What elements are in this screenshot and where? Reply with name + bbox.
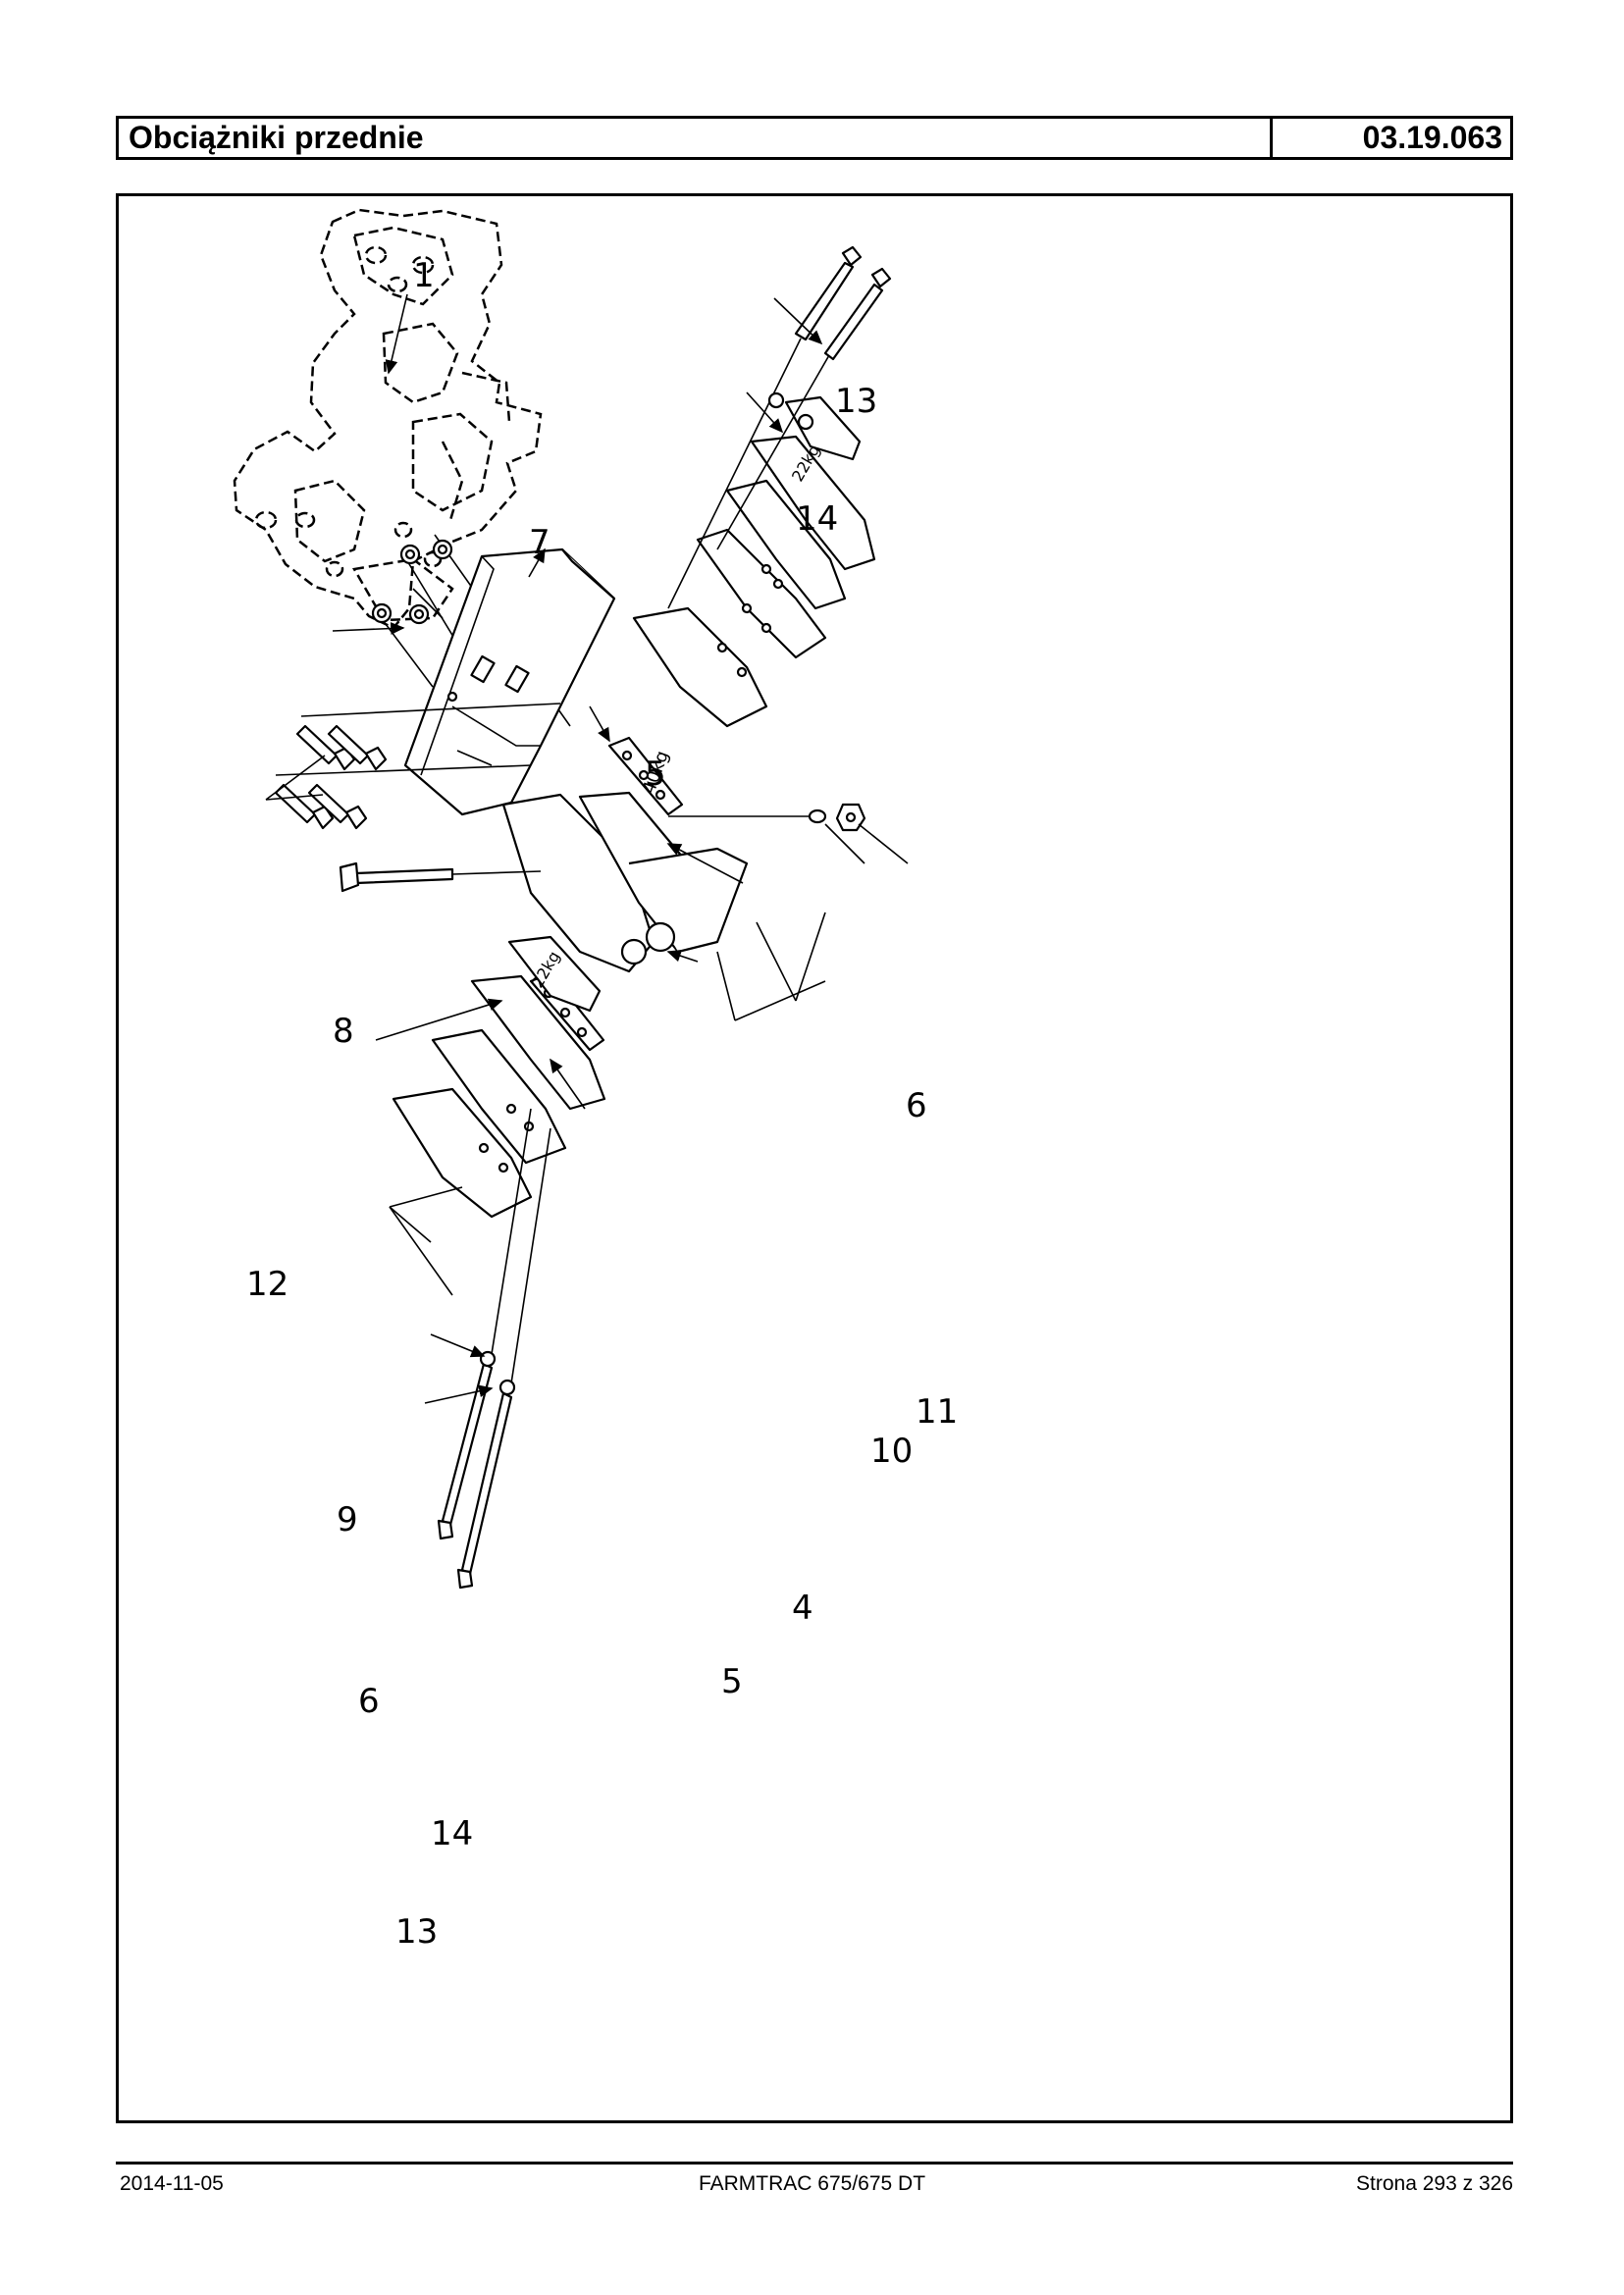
label-part-1: 1 xyxy=(413,256,435,295)
page-header: Obciążniki przednie 03.19.063 xyxy=(116,116,1513,160)
label-part-10: 10 xyxy=(870,1432,913,1471)
center-bracket-part-4: 40kg xyxy=(501,748,749,973)
page-title: Obciążniki przednie xyxy=(119,119,1273,157)
leader-lines xyxy=(265,293,909,1404)
label-part-5-upper: 5 xyxy=(645,755,666,794)
label-part-11: 11 xyxy=(916,1392,958,1432)
label-part-13-left: 13 xyxy=(395,1912,438,1952)
bolts-part-12 xyxy=(274,703,561,830)
label-part-6-left: 6 xyxy=(358,1682,380,1721)
label-part-4: 4 xyxy=(792,1589,813,1628)
label-part-7: 7 xyxy=(529,523,550,562)
footer-page-number: Strona 293 z 326 xyxy=(1356,2172,1513,2195)
long-bolts-right-part-13 xyxy=(667,245,892,609)
long-bolts-left-part-13 xyxy=(437,1108,551,1590)
link-plate-upper-part-5 xyxy=(607,736,684,816)
label-part-5-lower: 5 xyxy=(721,1662,743,1701)
nuts-part-8 xyxy=(371,539,453,625)
label-part-9: 9 xyxy=(337,1500,358,1539)
label-part-12: 12 xyxy=(246,1265,288,1304)
label-part-6-right: 6 xyxy=(906,1086,927,1125)
diagram-frame: 22kg 40kg xyxy=(116,193,1513,2123)
label-part-14-right: 14 xyxy=(796,499,838,539)
footer-divider xyxy=(116,2162,1513,2165)
label-part-13-right: 13 xyxy=(835,382,877,421)
section-code: 03.19.063 xyxy=(1362,120,1502,155)
weight-stack-right-part-6: 22kg xyxy=(632,395,876,728)
footer-date: 2014-11-05 xyxy=(120,2172,224,2195)
weight-stack-left-part-6: 22kg xyxy=(392,935,606,1219)
nut-part-11 xyxy=(835,803,866,832)
label-part-8: 8 xyxy=(333,1012,354,1051)
weight-holder-part-7 xyxy=(403,548,616,816)
part-labels: 1 4 5 5 6 6 7 8 9 10 11 12 13 13 14 14 xyxy=(246,256,958,1952)
label-part-14-left: 14 xyxy=(431,1814,473,1853)
footer-model: FARMTRAC 675/675 DT xyxy=(698,2172,926,2195)
washer-part-10 xyxy=(668,808,827,824)
bolt-part-9 xyxy=(339,861,542,893)
exploded-view-diagram: 22kg 40kg xyxy=(233,208,958,1952)
